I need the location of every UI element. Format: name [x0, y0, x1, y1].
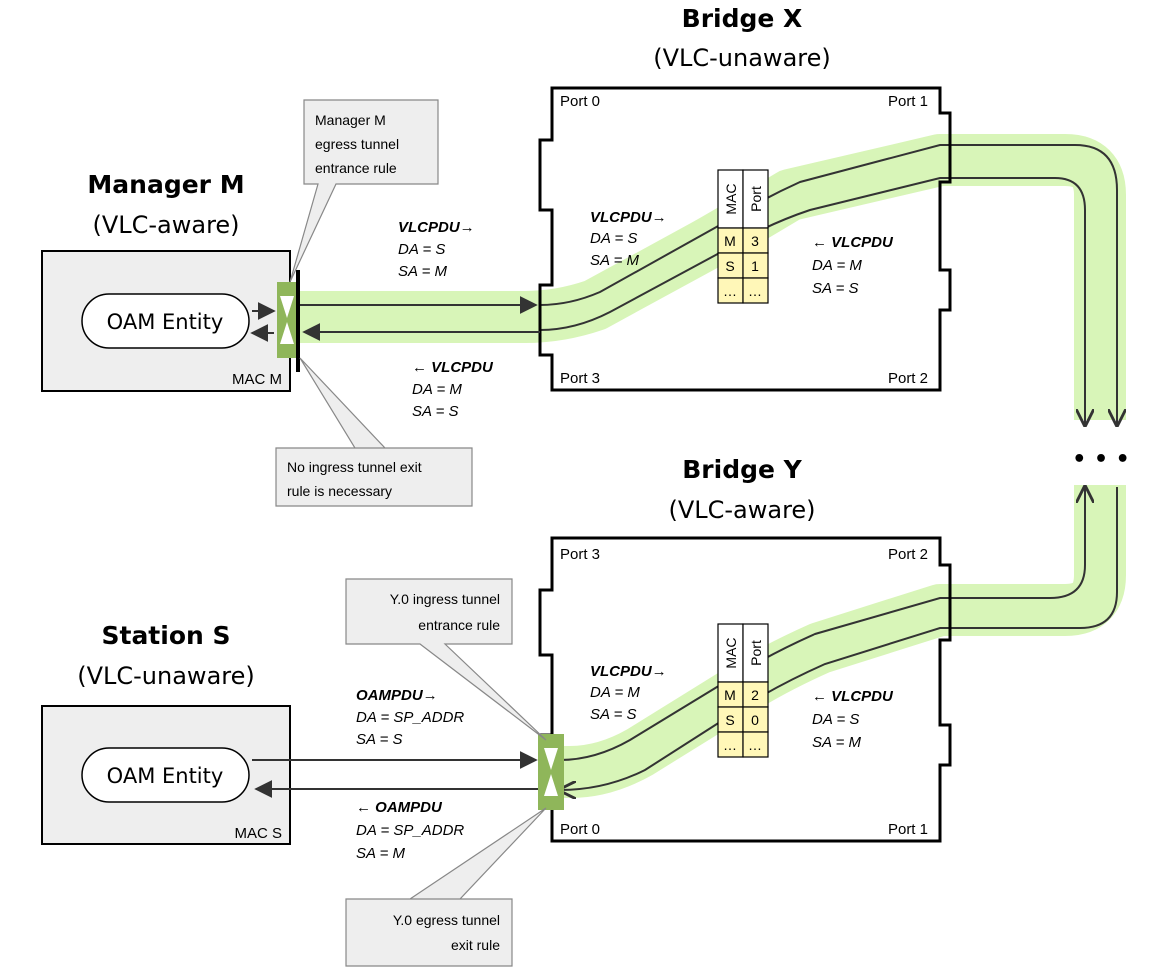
bridge-y-in-pdu: VLCPDU→	[590, 663, 667, 680]
callout-manager-egress-l2: egress tunnel	[315, 136, 399, 152]
bridge-x-in-pdu: VLCPDU→	[590, 209, 667, 226]
bridge-y-tunnel-port	[538, 734, 564, 810]
bridge-y-in-sa: SA = S	[590, 706, 637, 723]
callout-manager-ingress-l1: No ingress tunnel exit	[287, 459, 422, 475]
manager-oam-entity	[81, 293, 250, 349]
callout-manager-egress-l3: entrance rule	[315, 160, 397, 176]
station-oam-entity	[81, 747, 250, 803]
bridge-x-port1: Port 1	[888, 93, 928, 110]
bridge-y-port1: Port 1	[888, 821, 928, 838]
bridge-x-in-da: DA = S	[590, 230, 637, 247]
callout-y-egress-l2: exit rule	[451, 937, 500, 953]
bridge-x-r0-port: 3	[751, 233, 759, 249]
bridge-y-col-mac: MAC	[723, 637, 739, 668]
bridge-y-back-da: DA = S	[812, 711, 859, 728]
station-mac-label: MAC S	[234, 825, 282, 842]
link-sy-out-pdu: OAMPDU→	[356, 687, 438, 704]
bridge-x-col-mac: MAC	[723, 183, 739, 214]
bridge-y-port3: Port 3	[560, 546, 600, 563]
bridge-y-back-pdu: ← VLCPDU	[812, 688, 894, 705]
callout-manager-ingress	[275, 357, 473, 507]
bridge-y-r0-mac: M	[724, 687, 736, 703]
bridge-y-r2-mac: …	[723, 737, 737, 753]
link-mx-back-da: DA = M	[412, 381, 462, 398]
bridge-x-back-da: DA = M	[812, 257, 862, 274]
station-title: Station S	[101, 621, 230, 650]
callout-manager-egress	[289, 99, 439, 283]
link-sy-out-da: DA = SP_ADDR	[356, 709, 464, 726]
bridge-x-col-port: Port	[748, 186, 764, 212]
bridge-y-subtitle: (VLC-aware)	[668, 496, 815, 524]
callout-y-ingress	[345, 578, 547, 741]
manager-mac-label: MAC M	[232, 371, 282, 388]
bridge-x-port3: Port 3	[560, 370, 600, 387]
tunnel-station-bridge-y	[544, 485, 1126, 790]
bridge-x-port0: Port 0	[560, 93, 600, 110]
bridge-y-port2: Port 2	[888, 546, 928, 563]
link-sy-back-sa: SA = M	[356, 845, 406, 862]
callout-y-egress-l1: Y.0 egress tunnel	[393, 912, 500, 928]
callout-y-ingress-l2: entrance rule	[418, 617, 500, 633]
ellipsis: • • •	[1072, 447, 1130, 472]
link-mx-out-da: DA = S	[398, 241, 445, 258]
link-mx-out-pdu: VLCPDU→	[398, 219, 475, 236]
bridge-y-in-da: DA = M	[590, 684, 640, 701]
bridge-x-in-sa: SA = M	[590, 252, 640, 269]
callout-manager-ingress-l2: rule is necessary	[287, 483, 392, 499]
manager-subtitle: (VLC-aware)	[92, 211, 239, 239]
link-mx-out-sa: SA = M	[398, 263, 448, 280]
bridge-x-table: MAC Port M 3 S 1 … …	[717, 169, 769, 304]
bridge-x-port2: Port 2	[888, 370, 928, 387]
callout-y-ingress-l1: Y.0 ingress tunnel	[390, 591, 500, 607]
bridge-x-back-pdu: ← VLCPDU	[812, 234, 894, 251]
link-sy-back-pdu: ← OAMPDU	[356, 799, 443, 816]
callout-y-egress	[345, 807, 547, 967]
manager-title: Manager M	[87, 170, 244, 199]
bridge-x	[538, 86, 952, 392]
manager-entity-label: OAM Entity	[107, 310, 224, 334]
station-entity-label: OAM Entity	[107, 764, 224, 788]
bridge-y-title: Bridge Y	[682, 455, 802, 484]
bridge-x-r1-mac: S	[725, 258, 734, 274]
bridge-y-back-sa: SA = M	[812, 734, 862, 751]
bridge-x-r2-mac: …	[723, 283, 737, 299]
bridge-y-table: MAC Port M 2 S 0 … …	[717, 623, 769, 758]
bridge-y	[538, 536, 952, 843]
bridge-x-title: Bridge X	[682, 4, 803, 33]
link-mx-back-sa: SA = S	[412, 403, 459, 420]
link-sy-out-sa: SA = S	[356, 731, 403, 748]
callout-manager-egress-l1: Manager M	[315, 112, 386, 128]
link-mx-back-pdu: ← VLCPDU	[412, 359, 494, 376]
manager-tunnel-port	[277, 270, 300, 372]
bridge-y-col-port: Port	[748, 640, 764, 666]
bridge-x-back-sa: SA = S	[812, 280, 859, 297]
bridge-y-r2-port: …	[748, 737, 762, 753]
bridge-x-r1-port: 1	[751, 258, 759, 274]
station-subtitle: (VLC-unaware)	[77, 662, 255, 690]
bridge-y-r1-mac: S	[725, 712, 734, 728]
bridge-x-subtitle: (VLC-unaware)	[653, 44, 831, 72]
bridge-x-r0-mac: M	[724, 233, 736, 249]
bridge-y-port0: Port 0	[560, 821, 600, 838]
bridge-y-r0-port: 2	[751, 687, 759, 703]
link-band-mx	[300, 294, 540, 340]
link-sy-back-da: DA = SP_ADDR	[356, 822, 464, 839]
bridge-y-r1-port: 0	[751, 712, 759, 728]
bridge-x-r2-port: …	[748, 283, 762, 299]
